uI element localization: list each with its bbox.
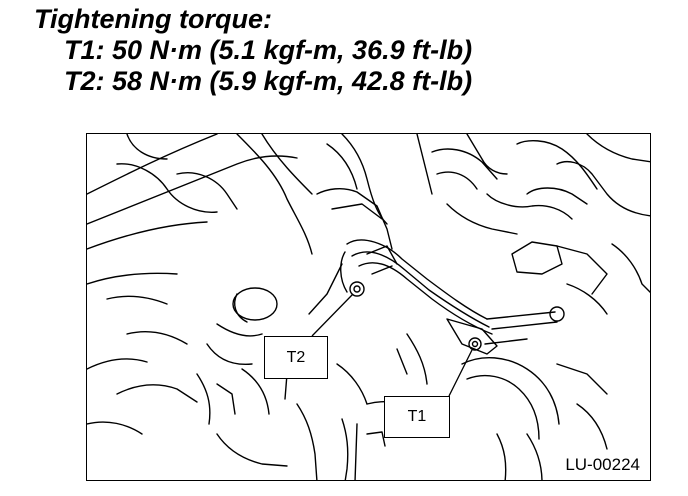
lower-center-components [336, 333, 608, 480]
wrench-and-bracket [308, 187, 528, 355]
t1-callout-label: T1 [384, 396, 450, 438]
callout-leader-lines [311, 293, 473, 397]
t1-leader-line [448, 349, 473, 397]
torque-spec-block: Tightening torque: T1: 50 N·m (5.1 kgf-m… [34, 4, 472, 97]
upper-right-components [416, 134, 650, 330]
torque-spec-t1: T1: 50 N·m (5.1 kgf-m, 36.9 ft-lb) [64, 35, 473, 65]
figure-code: LU-00224 [563, 455, 642, 475]
left-middle-components [87, 272, 318, 480]
upper-left-hoses [87, 134, 388, 255]
engine-line-drawing [87, 134, 650, 480]
torque-spec-title: Tightening torque: [34, 4, 272, 34]
t2-callout-label: T2 [264, 336, 328, 379]
t2-leader-line [311, 293, 354, 337]
torque-spec-t2: T2: 58 N·m (5.9 kgf-m, 42.8 ft-lb) [64, 66, 473, 96]
engine-illustration: T2 T1 LU-00224 [86, 133, 651, 481]
